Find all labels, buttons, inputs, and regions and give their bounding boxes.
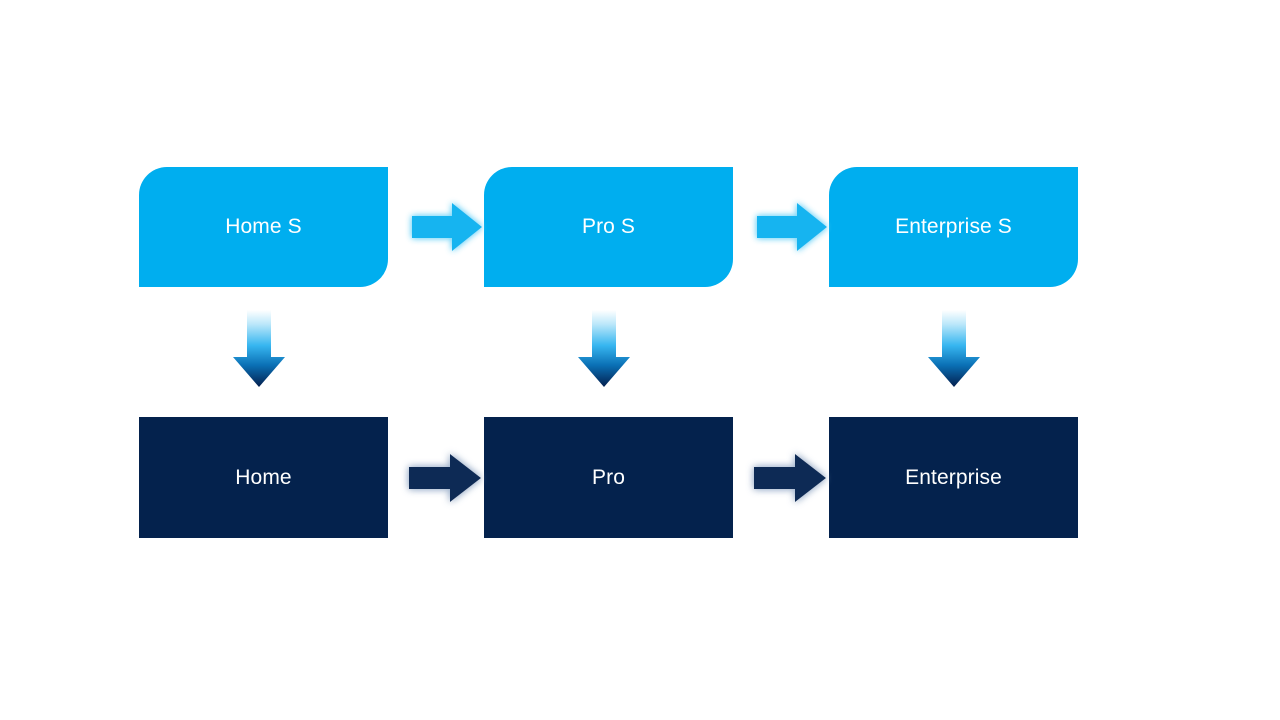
bottom-arrow-1-icon xyxy=(400,448,490,508)
node-label: Enterprise S xyxy=(895,215,1012,239)
node-pro-s[interactable]: Pro S xyxy=(484,167,733,287)
node-label: Pro xyxy=(592,465,625,489)
node-enterprise-s[interactable]: Enterprise S xyxy=(829,167,1078,287)
bottom-arrow-2-icon xyxy=(745,448,835,508)
node-label: Enterprise xyxy=(905,465,1002,489)
down-arrow-2-icon xyxy=(570,307,638,393)
node-label: Pro S xyxy=(581,215,636,239)
node-home-s[interactable]: Home S xyxy=(139,167,388,287)
node-home[interactable]: Home xyxy=(139,417,388,538)
node-pro[interactable]: Pro xyxy=(484,417,733,538)
down-arrow-3-icon xyxy=(920,307,988,393)
node-label: Home S xyxy=(225,215,302,239)
node-label: Home xyxy=(235,465,292,489)
top-arrow-2-icon xyxy=(749,198,835,256)
down-arrow-1-icon xyxy=(225,307,293,393)
node-enterprise[interactable]: Enterprise xyxy=(829,417,1078,538)
top-arrow-1-icon xyxy=(404,198,490,256)
